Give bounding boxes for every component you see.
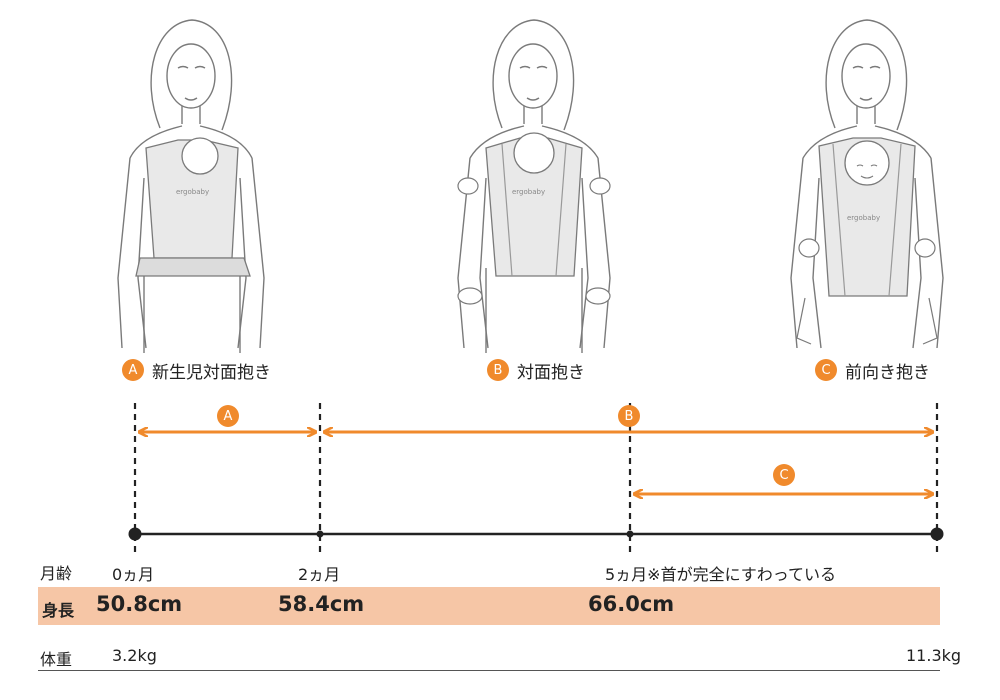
weight-row-rule (38, 670, 940, 671)
position-label-a: A 新生児対面抱き (122, 356, 271, 384)
figure-newborn-inward: ergobaby (100, 8, 280, 353)
weight-min: 3.2kg (112, 646, 157, 665)
age-range-timeline (128, 403, 944, 555)
figure-inward: ergobaby (440, 8, 630, 353)
age-tick-5: 5ヵ月※首が完全にすわっている (605, 565, 836, 584)
position-name-c: 前向き抱き (845, 362, 930, 383)
age-tick-2: 2ヵ月 (298, 565, 341, 584)
position-name-b: 対面抱き (517, 362, 585, 383)
height-row-band (38, 587, 940, 625)
badge-b: B (487, 359, 509, 381)
height-value-0: 50.8cm (96, 592, 183, 616)
height-row-header: 身長 (42, 601, 75, 620)
arrow-badge-b: B (618, 405, 640, 427)
weight-row-header: 体重 (40, 650, 73, 669)
arrow-badge-a: A (217, 405, 239, 427)
axis-endpoint-end (930, 527, 944, 541)
carrier-logo: ergobaby (512, 188, 545, 196)
height-value-2: 58.4cm (278, 592, 365, 616)
axis-endpoint-start (128, 527, 142, 541)
illustration-outward: ergobaby (790, 19, 944, 349)
arrow-badge-c: C (773, 464, 795, 486)
axis-tick-2 (316, 530, 324, 538)
height-value-5: 66.0cm (588, 592, 675, 616)
carrier-logo: ergobaby (847, 214, 880, 222)
position-label-b: B 対面抱き (487, 356, 585, 384)
illustration-newborn-inward: ergobaby (117, 19, 265, 353)
position-name-a: 新生児対面抱き (152, 362, 271, 383)
badge-a: A (122, 359, 144, 381)
age-tick-0: 0ヵ月 (112, 565, 155, 584)
illustration-inward: ergobaby (457, 19, 611, 353)
position-label-c: C 前向き抱き (815, 356, 930, 384)
weight-max: 11.3kg (906, 646, 962, 665)
badge-c: C (815, 359, 837, 381)
carrier-logo: ergobaby (176, 188, 209, 196)
figure-outward: ergobaby (775, 8, 965, 353)
axis-tick-5 (626, 530, 634, 538)
age-row-header: 月齢 (40, 564, 73, 583)
